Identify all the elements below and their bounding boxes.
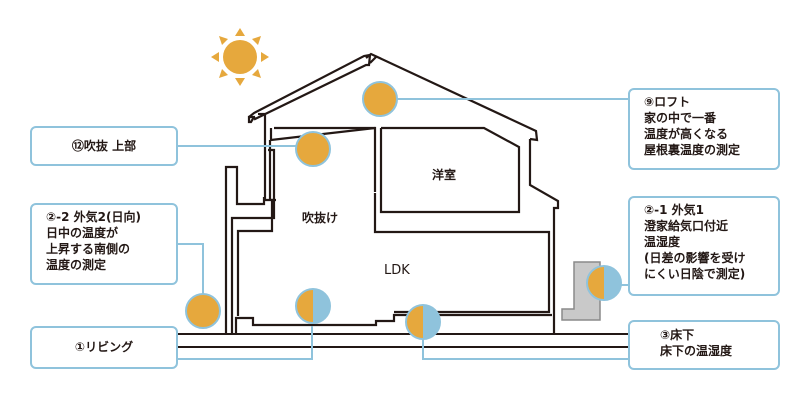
room-label-ldk: LDK — [384, 263, 410, 278]
callout-line: ②-2 外気2(日向) — [46, 210, 141, 224]
sensor-outside2[interactable] — [185, 293, 221, 329]
callout-underfloor: ③床下 床下の温湿度 — [628, 320, 780, 370]
sensor-fukinuke-top[interactable] — [295, 131, 331, 167]
callout-fukinuke-top: ⑫吹抜 上部 — [30, 126, 178, 166]
sensor-living[interactable] — [295, 288, 331, 324]
callout-outside1: ②-1 外気1 澄家給気口付近 温湿度 (日差の影響を受け にくい日陰で測定) — [628, 196, 780, 296]
callout-line: ⑨ロフト — [644, 95, 691, 109]
callout-loft: ⑨ロフト 家の中で一番 温度が高くなる 屋根裏温度の測定 — [628, 88, 780, 170]
sensor-outside1[interactable] — [586, 265, 622, 301]
callout-line: 温湿度 — [644, 235, 681, 249]
callout-line: 澄家給気口付近 — [644, 219, 729, 233]
callout-line: ⑫吹抜 上部 — [71, 139, 137, 153]
callout-line: (日差の影響を受け — [644, 251, 746, 265]
callout-line: 屋根裏温度の測定 — [644, 143, 741, 157]
callout-line: にくい日陰で測定) — [644, 267, 746, 281]
room-label-yoshitsu: 洋室 — [432, 168, 457, 182]
callout-living: ①リビング — [30, 326, 178, 369]
callout-line: ②-1 外気1 — [644, 203, 705, 217]
callout-line: 温度の測定 — [46, 258, 107, 272]
callout-line: 日中の温度が — [46, 226, 119, 240]
callout-line: ③床下 — [660, 328, 695, 342]
callout-line: ①リビング — [74, 340, 134, 354]
callout-line: 温度が高くなる — [644, 127, 729, 141]
leader-lines — [178, 98, 628, 360]
callout-line: 床下の温湿度 — [660, 344, 733, 358]
sensor-underfloor[interactable] — [405, 304, 441, 340]
sensor-loft[interactable] — [362, 81, 398, 117]
sun-icon — [211, 28, 269, 86]
house-outline — [224, 52, 560, 334]
callout-line: 上昇する南側の — [46, 242, 131, 256]
ground-lines — [178, 333, 628, 348]
callout-line: 家の中で一番 — [644, 111, 717, 125]
room-label-fukinuke: 吹抜け — [302, 211, 339, 225]
callout-outside2: ②-2 外気2(日向) 日中の温度が 上昇する南側の 温度の測定 — [30, 203, 178, 285]
